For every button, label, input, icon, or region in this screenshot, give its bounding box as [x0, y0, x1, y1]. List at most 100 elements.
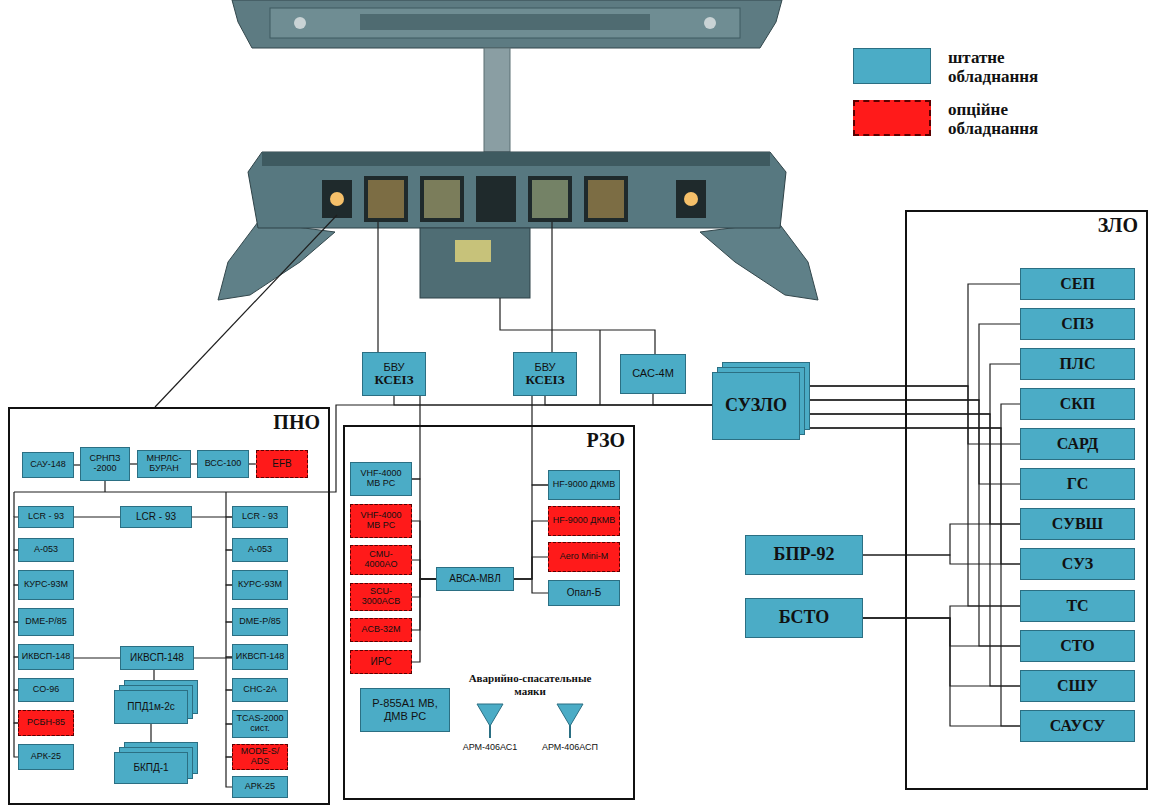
unit-box: ИКВСП-148	[18, 644, 74, 670]
unit-box: LCR - 93	[232, 506, 288, 528]
unit-box: КУРС-93М	[18, 570, 74, 600]
unit-label: СУЗ	[1062, 555, 1093, 573]
unit-label: Aero Mini-M	[560, 552, 609, 562]
connector-line	[800, 414, 1020, 524]
unit-label: VHF-4000 МВ РС	[353, 511, 409, 531]
optional-unit-box: ИРС	[350, 650, 412, 674]
unit-box: СНС-2А	[232, 678, 288, 702]
right-console-wing	[700, 222, 818, 300]
connector-line	[130, 463, 137, 464]
antenna-symbol	[477, 704, 503, 726]
display-glow	[588, 180, 624, 218]
unit-box: DME-P/85	[18, 608, 74, 636]
connector-line	[394, 396, 712, 405]
unit-box: БВУКСЕІЗ	[513, 352, 577, 396]
unit-label: ГС	[1067, 475, 1089, 493]
unit-label: LCR - 93	[136, 511, 176, 523]
throttle-levers	[455, 240, 491, 262]
unit-box: СПЗ	[1020, 308, 1135, 340]
display-screen	[528, 176, 572, 222]
antenna-symbol	[557, 704, 583, 726]
unit-label: КУРС-93М	[24, 580, 68, 590]
unit-box: СТО	[1020, 630, 1135, 662]
unit-box: DME-P/85	[232, 608, 288, 636]
overhead-knob	[294, 17, 306, 29]
legend-entry: штатне обладнання	[948, 49, 1098, 86]
unit-box: АВСА-МВЛ	[436, 567, 514, 591]
unit-box: ТС	[1020, 590, 1135, 622]
unit-label: СКП	[1060, 395, 1096, 413]
unit-label: БКПД-1	[133, 762, 168, 774]
unit-box: LCR - 93	[18, 506, 74, 528]
optional-unit-box: EFB	[256, 450, 308, 478]
unit-label: CMU-4000AO	[353, 550, 409, 570]
unit-box: ИКВСП-148	[232, 644, 288, 670]
unit-box: СКП	[1020, 388, 1135, 420]
unit-box: САС-4М	[620, 354, 686, 394]
connector-line	[412, 579, 436, 662]
connector-line	[800, 364, 1020, 414]
legend-text: штатне обладнання	[948, 49, 1098, 86]
connector-line	[412, 479, 436, 579]
unit-box: А-053	[232, 538, 288, 562]
unit-label: А-053	[34, 545, 58, 555]
connector-line	[412, 396, 420, 479]
unit-label: АВСА-МВЛ	[449, 573, 500, 585]
unit-label: САУСУ	[1050, 717, 1106, 735]
optional-unit-box: CMU-4000AO	[350, 545, 412, 575]
connector-line	[412, 579, 436, 597]
region-heading: ПНО	[10, 409, 328, 433]
unit-label: САС-4М	[632, 367, 674, 380]
wire	[14, 491, 330, 492]
unit-label: СРНПЗ -2000	[83, 454, 127, 474]
label-holder: АРМ-406АС1	[455, 742, 525, 752]
optional-unit-box: SCU-3000ACB	[350, 583, 412, 611]
legend-text: опційне обладнання	[948, 101, 1098, 138]
unit-box: СШУ	[1020, 670, 1135, 702]
wire	[500, 298, 655, 354]
optional-unit-box: РСБН-85	[18, 710, 74, 736]
connector-line	[863, 618, 1020, 646]
region-box: ЗЛОСЕПСПЗПЛССКПСАРДГССУВШСУЗТССТОСШУСАУС…	[905, 210, 1148, 790]
connector-line	[800, 428, 1020, 726]
unit-box: САУ-148	[22, 452, 74, 478]
note-label: АРМ-406АС1	[455, 742, 525, 752]
unit-label: DME-P/85	[239, 617, 281, 627]
unit-label: КУРС-93М	[238, 580, 282, 590]
unit-box: ПЛС	[1020, 348, 1135, 380]
unit-box: ППД1м-2с	[114, 690, 188, 724]
unit-label: СЕП	[1060, 275, 1095, 293]
unit-label: СО-96	[33, 685, 59, 695]
center-pedestal	[420, 228, 530, 298]
wire	[551, 222, 552, 352]
unit-box: Опал-Б	[548, 580, 620, 606]
connector-line	[653, 394, 712, 405]
wire	[225, 492, 226, 517]
connector-line	[514, 521, 548, 579]
beacon-antenna	[477, 704, 583, 738]
display-glow	[532, 180, 568, 218]
connector-line	[545, 396, 712, 405]
connector-line	[800, 284, 1020, 386]
unit-label: РСБН-85	[27, 718, 65, 728]
unit-label: МНРЛС-БУРАН	[140, 454, 188, 474]
label-holder: Аварийно-спасательные маяки	[455, 672, 605, 698]
unit-box: СУЗЛО	[712, 372, 800, 440]
connector-line	[800, 400, 1020, 484]
note-label: АРМ-406АСП	[535, 742, 605, 752]
region-box: ПНО САУ-148 СРНПЗ -2000 МНРЛС-БУРАН ВСС-100E…	[8, 407, 330, 805]
wire	[599, 330, 600, 405]
unit-label: VHF-4000 МВ РС	[353, 469, 409, 489]
connector-line	[412, 579, 436, 630]
connector-line	[863, 555, 1020, 564]
unit-box: Р-855А1 МВ, ДМВ РС	[360, 688, 450, 732]
unit-box: СО-96	[18, 678, 74, 702]
note-label: Аварийно-спасательные маяки	[455, 672, 605, 698]
unit-box: ВСС-100	[197, 450, 249, 478]
unit-box: БСТО	[745, 598, 863, 638]
unit-label: ACB-32M	[361, 625, 400, 635]
display-screen	[476, 176, 516, 222]
display-glow	[368, 180, 404, 218]
unit-label: КСЕІЗ	[374, 373, 413, 387]
legend-swatch	[853, 48, 931, 84]
